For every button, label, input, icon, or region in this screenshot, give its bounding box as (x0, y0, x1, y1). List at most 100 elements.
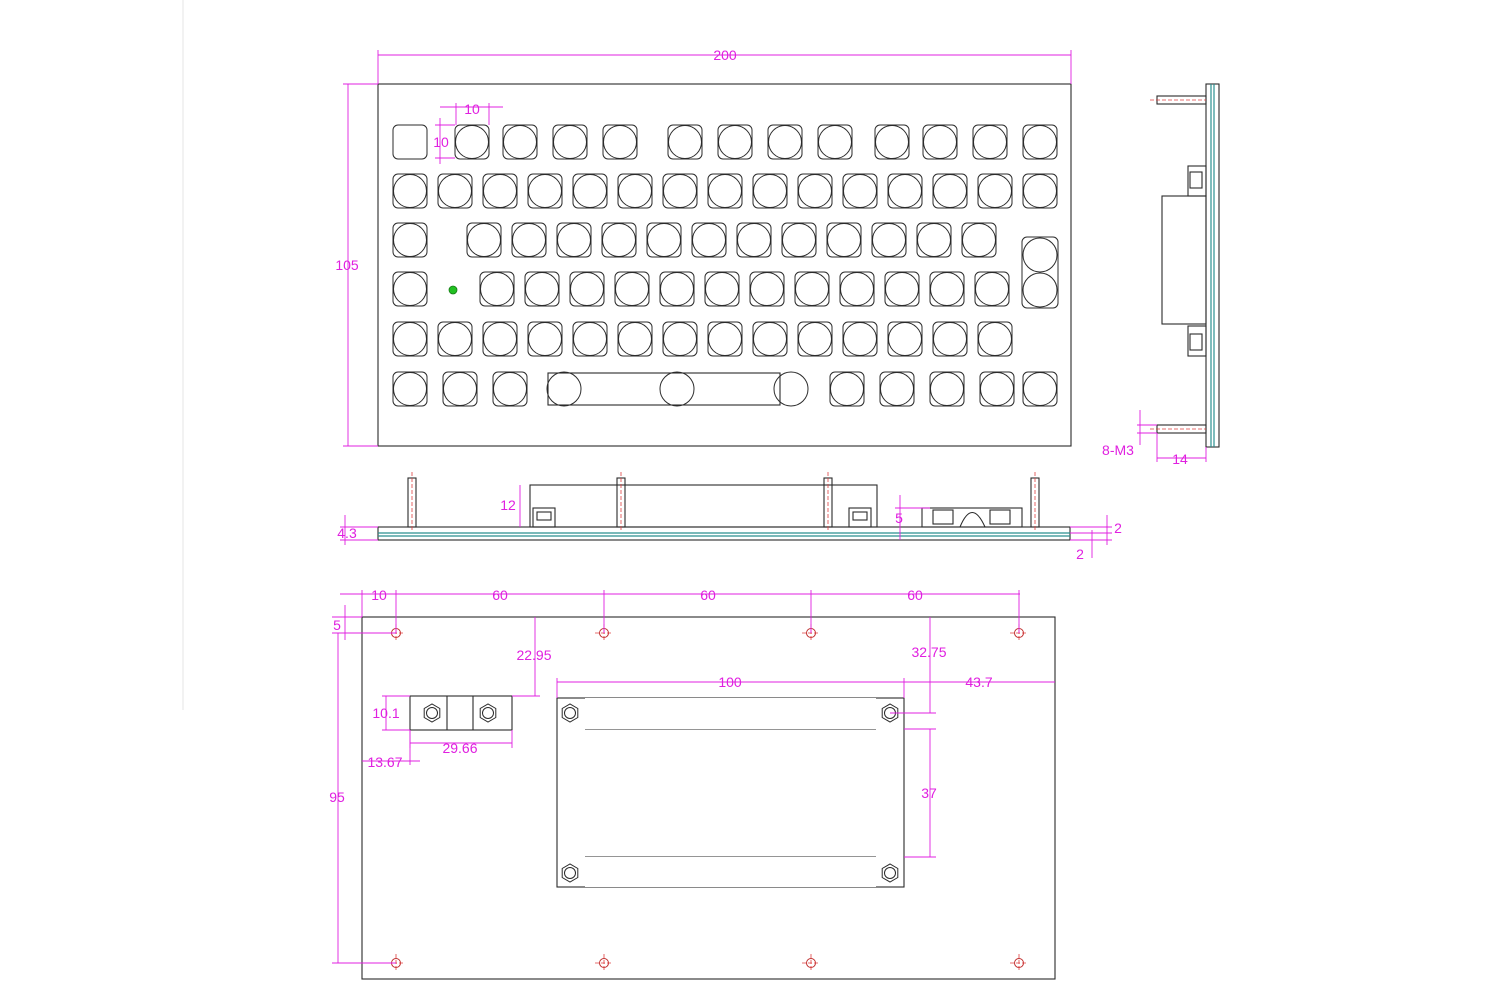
key-circle (930, 372, 964, 406)
bracket-nut-bore (564, 867, 576, 879)
bottom-nut-2 (848, 507, 872, 528)
dim-connector-offset-y: 22.95 (516, 647, 551, 663)
key-circle (705, 272, 739, 306)
key-circle (455, 125, 489, 159)
dim-edge-offset-y: 5 (333, 617, 341, 633)
key-circle (393, 272, 427, 306)
connector-nut-bore (482, 707, 494, 719)
space-bar-left-stab (546, 371, 582, 407)
screw-spec-label: 8-M3 (1102, 442, 1134, 458)
key-circle (512, 223, 546, 257)
bottom-usb-connector (921, 507, 1023, 528)
key-circle (885, 272, 919, 306)
dim-105-label: 105 (335, 257, 359, 273)
side-connector-block (1161, 195, 1207, 325)
bracket-nut-bore (564, 707, 576, 719)
enter-key-top-circle (1022, 237, 1058, 273)
dim-2-top-label: 2 (1114, 520, 1122, 536)
dim-12-label: 12 (500, 497, 516, 513)
dim-4-3-label: 4.3 (337, 525, 357, 541)
key-circle (872, 223, 906, 257)
key-circle (602, 223, 636, 257)
key-circle (603, 125, 637, 159)
key-circle (1023, 125, 1057, 159)
key-circle (718, 125, 752, 159)
key-circle (798, 174, 832, 208)
key-circle (493, 372, 527, 406)
bracket-nuts (423, 703, 899, 883)
key-circle (782, 223, 816, 257)
dim-connector-height: 10.1 (372, 705, 399, 721)
key-circle (570, 272, 604, 306)
key-circle (795, 272, 829, 306)
bottom-connector-block (529, 484, 878, 528)
dim-14-label: 14 (1172, 451, 1188, 467)
dim-5-label: 5 (895, 510, 903, 526)
bottom-view: 12 4.3 5 2 2 (337, 472, 1122, 562)
front-view: 200 105 10 10 (335, 47, 1072, 447)
key-circle (1023, 174, 1057, 208)
key-circle (818, 125, 852, 159)
dim-key-h-label: 10 (433, 134, 449, 150)
key-circle (615, 272, 649, 306)
dim-edge-offset-x: 10 (371, 587, 387, 603)
dim-connector-offset-x: 13.67 (367, 754, 402, 770)
key-circle (923, 125, 957, 159)
key-circle (933, 322, 967, 356)
side-nut-bottom (1187, 325, 1207, 357)
back-view: 10 60 60 60 5 95 22.95 32.75 100 43.7 37 (329, 587, 1056, 980)
key-circle (393, 372, 427, 406)
key-circle (663, 322, 697, 356)
side-nut-bottom-inner (1189, 333, 1203, 351)
key-circle (933, 174, 967, 208)
dim-bracket-width: 100 (718, 674, 742, 690)
key-circle (663, 174, 697, 208)
key-circle (930, 272, 964, 306)
key-circle (875, 125, 909, 159)
key-circle (1023, 372, 1057, 406)
dim-spacing-1: 60 (492, 587, 508, 603)
side-view: 8-M3 14 (1102, 83, 1220, 467)
bracket-bottom-gap (585, 857, 876, 887)
bottom-nut-1 (532, 507, 556, 528)
bracket-top-gap (585, 698, 876, 729)
key-circle (750, 272, 784, 306)
key-circle (708, 322, 742, 356)
key-circle (840, 272, 874, 306)
status-led (448, 285, 458, 295)
bottom-nut-2-inner (852, 511, 868, 521)
dim-spacing-2: 60 (700, 587, 716, 603)
key-circle (880, 372, 914, 406)
dim-connector-width: 29.66 (442, 740, 477, 756)
key-circle (618, 322, 652, 356)
key-circle (618, 174, 652, 208)
key-circle (843, 322, 877, 356)
key-circle (798, 322, 832, 356)
key-circle (438, 174, 472, 208)
key-circle (483, 174, 517, 208)
key-circle (483, 322, 517, 356)
bracket-nut-bore (884, 867, 896, 879)
key-grid (392, 124, 1058, 407)
connector-nut-bore (426, 707, 438, 719)
bottom-usb-nut-right (989, 509, 1011, 525)
side-nut-top (1187, 165, 1207, 197)
key-circle (467, 223, 501, 257)
key-circle (553, 125, 587, 159)
bottom-nut-1-inner (536, 511, 552, 521)
dim-spacing-3: 60 (907, 587, 923, 603)
key-circle (827, 223, 861, 257)
key-circle (528, 174, 562, 208)
key-circle (978, 322, 1012, 356)
key-circle (917, 223, 951, 257)
key-circle (393, 322, 427, 356)
key-circle (962, 223, 996, 257)
key-circle (753, 174, 787, 208)
key-circle (573, 322, 607, 356)
key-circle (503, 125, 537, 159)
key-circle (393, 223, 427, 257)
dim-panel-height: 95 (329, 789, 345, 805)
key-circle (660, 272, 694, 306)
side-nut-top-inner (1189, 171, 1203, 189)
